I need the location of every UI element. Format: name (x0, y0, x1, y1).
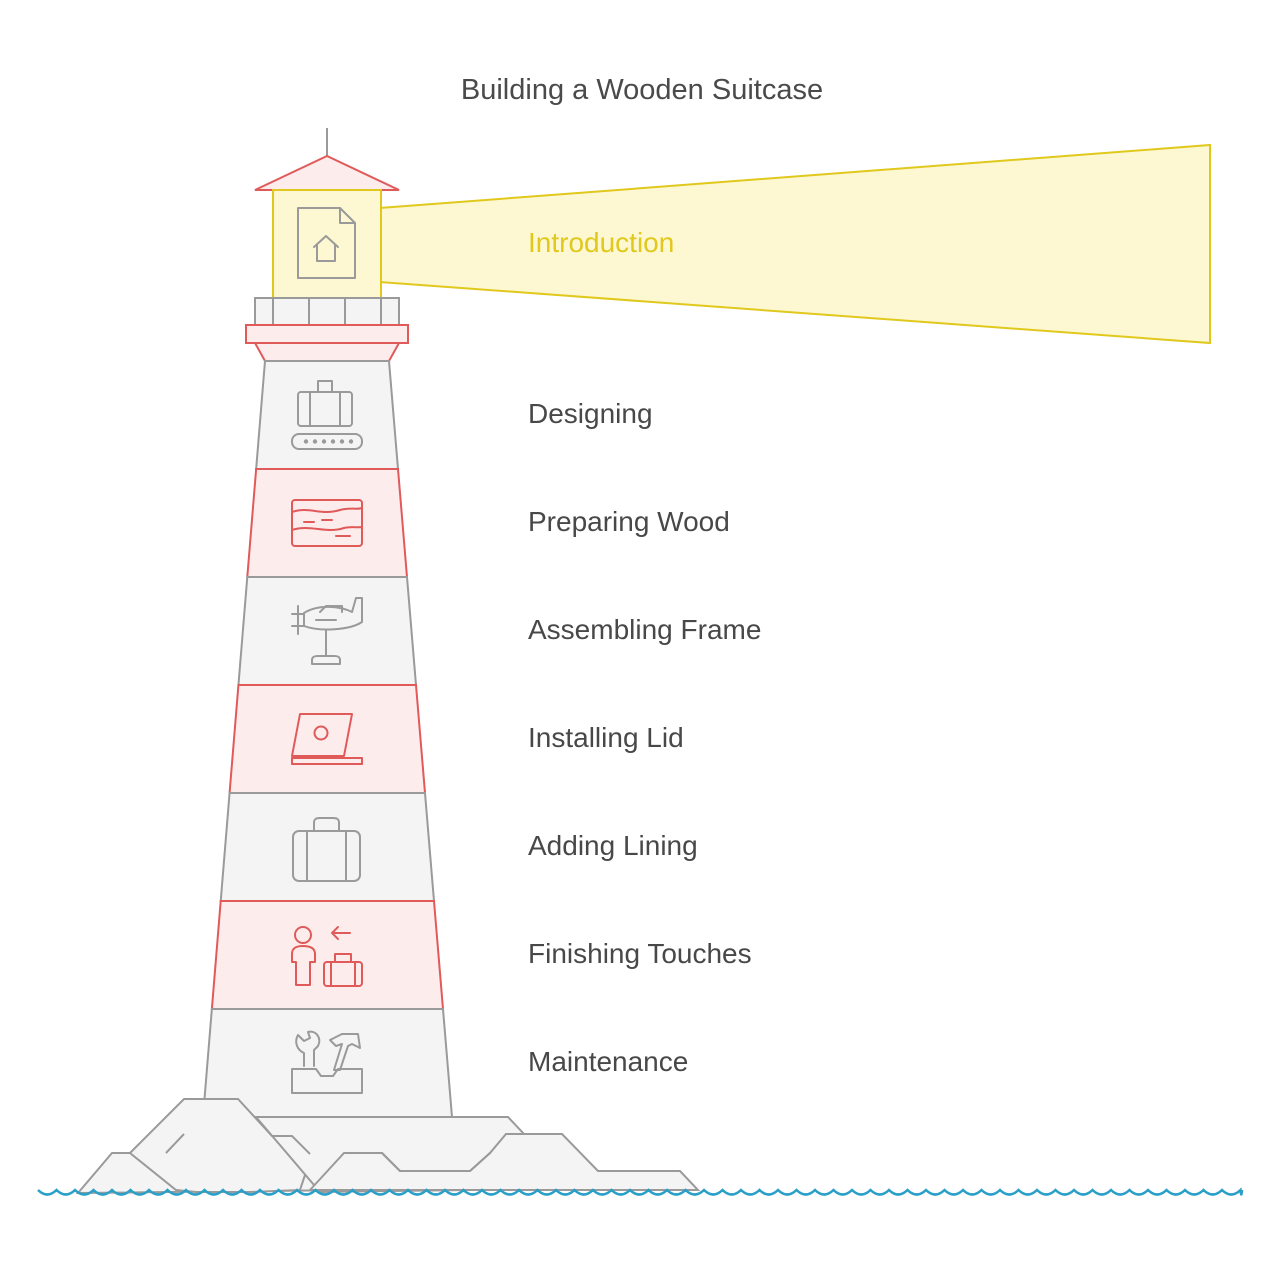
person-luggage-icon (291, 926, 363, 987)
tower-band (237, 576, 418, 686)
wood-grain-icon (291, 499, 363, 547)
gallery-corbel (253, 342, 401, 362)
step-label: Assembling Frame (528, 614, 762, 645)
gallery-deck (245, 324, 409, 344)
tower-band (219, 792, 436, 902)
lantern-room (272, 189, 382, 299)
airplane-stand-icon (291, 597, 363, 665)
toolbox-icon (291, 1030, 363, 1094)
water-line (37, 1187, 1244, 1196)
step-label: Introduction (528, 227, 675, 258)
step-label: Designing (528, 398, 653, 429)
tower-band (228, 684, 427, 794)
step-label: Maintenance (528, 1046, 689, 1077)
document-home-icon (297, 207, 356, 279)
step-label: Adding Lining (528, 830, 698, 861)
laptop-icon (291, 713, 363, 765)
gallery-railing (254, 297, 400, 326)
lantern-roof (254, 154, 400, 191)
tower-band (246, 468, 409, 578)
diagram-title: Building a Wooden Suitcase (460, 74, 824, 106)
step-label: Preparing Wood (528, 506, 730, 537)
luggage-conveyor-icon (291, 380, 363, 450)
tower-band (210, 900, 445, 1010)
step-label: Finishing Touches (528, 938, 752, 969)
tower-band (255, 360, 400, 470)
light-beam (379, 143, 1211, 345)
step-label: Installing Lid (528, 722, 684, 753)
rock (307, 1133, 701, 1191)
suitcase-icon (292, 817, 361, 882)
